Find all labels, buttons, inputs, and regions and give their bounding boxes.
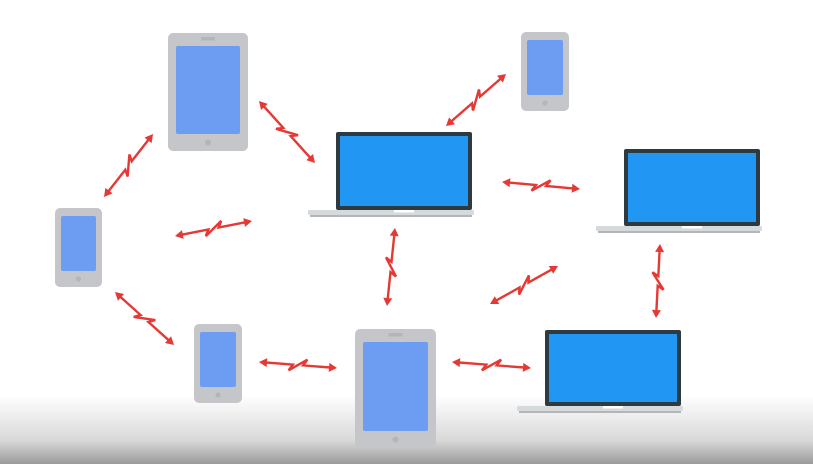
arrow-head-end xyxy=(165,336,174,345)
link-laptop-center-to-laptop-right xyxy=(502,178,580,193)
link-tablet-bottom-center-to-laptop-bottom-right xyxy=(452,358,531,372)
laptop-screen xyxy=(549,334,677,402)
tablet-bottom-center xyxy=(355,329,436,448)
links-layer xyxy=(104,74,665,372)
laptop-icon xyxy=(596,149,762,233)
arrow-head-start xyxy=(259,358,268,368)
arrow-head-start xyxy=(655,244,665,253)
home-button xyxy=(392,436,399,443)
lightning-arrow-icon xyxy=(175,218,252,239)
home-button xyxy=(75,276,82,282)
arrow-head-start xyxy=(502,178,511,188)
link-phone-bottom-left-to-tablet-bottom-center xyxy=(259,358,337,372)
link-line xyxy=(384,234,398,300)
phone-icon xyxy=(55,208,102,287)
laptop-center xyxy=(308,132,474,217)
lightning-arrow-icon xyxy=(502,178,580,193)
phone-screen xyxy=(527,40,563,95)
phone-icon xyxy=(194,324,242,403)
link-laptop-center-to-phone-top-right xyxy=(446,74,506,126)
tablet-speaker xyxy=(201,37,215,41)
lightning-arrow-icon xyxy=(259,358,337,372)
arrow-head-end xyxy=(548,266,558,274)
tablet-screen xyxy=(363,342,428,431)
laptop-icon xyxy=(517,330,683,413)
laptop-notch xyxy=(603,406,623,409)
laptop-notch xyxy=(682,226,702,229)
laptop-base-edge xyxy=(598,231,760,233)
arrow-head-start xyxy=(175,230,184,239)
arrow-head-end xyxy=(651,309,661,318)
link-laptop-center-to-tablet-bottom-center xyxy=(383,228,399,306)
link-line xyxy=(508,179,574,192)
phone-bottom-left xyxy=(194,324,242,403)
arrow-head-start xyxy=(446,117,455,126)
devices-layer xyxy=(55,32,762,448)
link-laptop-right-to-laptop-bottom-right xyxy=(651,244,665,318)
link-phone-left-to-phone-bottom-left xyxy=(115,292,174,345)
laptop-right xyxy=(596,149,762,233)
arrow-head-start xyxy=(452,358,461,368)
arrow-head-start xyxy=(104,187,113,197)
lightning-arrow-icon xyxy=(383,228,399,306)
lightning-arrow-icon xyxy=(104,134,153,197)
tablet-icon xyxy=(168,33,248,151)
arrow-head-start xyxy=(490,296,500,304)
phone-screen xyxy=(61,216,96,271)
home-button xyxy=(205,139,211,146)
lightning-arrow-icon xyxy=(115,292,174,345)
laptop-base-edge xyxy=(310,215,472,217)
lightning-arrow-icon xyxy=(259,101,315,163)
link-line xyxy=(107,138,150,193)
arrow-head-end xyxy=(571,183,580,193)
lightning-arrow-icon xyxy=(651,244,665,318)
arrow-head-end xyxy=(243,218,252,227)
lightning-arrow-icon xyxy=(446,74,506,126)
link-line xyxy=(181,220,246,237)
link-line xyxy=(495,268,553,302)
tablet-top-left xyxy=(168,33,248,151)
arrow-head-end xyxy=(306,154,315,163)
tablet-icon xyxy=(355,329,436,448)
lightning-arrow-icon xyxy=(490,266,558,304)
phone-top-right xyxy=(521,32,569,111)
arrow-head-end xyxy=(144,134,153,144)
link-line xyxy=(450,77,502,123)
home-button xyxy=(542,100,548,106)
link-line xyxy=(458,358,525,372)
phone-icon xyxy=(521,32,569,111)
lightning-arrow-icon xyxy=(452,358,531,372)
laptop-base-edge xyxy=(519,411,681,413)
link-line xyxy=(651,250,665,312)
laptop-notch xyxy=(394,210,414,213)
phone-screen xyxy=(200,332,236,387)
laptop-base xyxy=(596,226,762,231)
arrow-head-end xyxy=(383,297,393,306)
tablet-speaker xyxy=(388,333,403,337)
link-phone-left-to-tablet-top-left xyxy=(104,134,153,197)
arrow-head-start xyxy=(259,101,268,110)
phone-left xyxy=(55,208,102,287)
laptop-bottom-right xyxy=(517,330,683,413)
laptop-icon xyxy=(308,132,474,217)
link-line xyxy=(119,295,170,342)
laptop-base xyxy=(517,406,683,411)
link-tablet-bottom-center-to-laptop-right xyxy=(490,266,558,304)
home-button xyxy=(215,392,221,398)
arrow-head-end xyxy=(328,362,337,372)
laptop-screen xyxy=(628,153,756,222)
link-line xyxy=(262,105,312,159)
arrow-head-start xyxy=(115,292,124,301)
tablet-screen xyxy=(176,46,240,134)
link-line xyxy=(265,358,331,372)
laptop-screen xyxy=(340,136,468,206)
link-phone-left-to-laptop-center xyxy=(175,218,252,239)
link-tablet-top-left-to-laptop-center xyxy=(259,101,315,163)
arrow-head-start xyxy=(389,228,399,237)
arrow-head-end xyxy=(497,74,506,83)
arrow-head-end xyxy=(522,362,531,372)
laptop-base xyxy=(308,210,474,215)
